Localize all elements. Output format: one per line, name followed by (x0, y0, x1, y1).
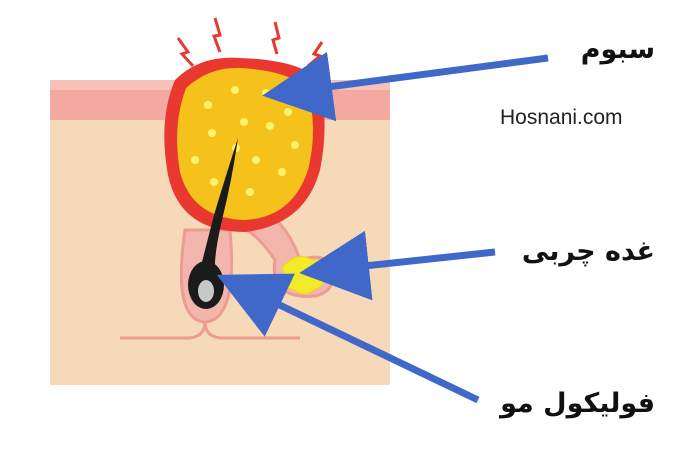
hair-shaft (200, 138, 238, 270)
arrow-sebum (262, 51, 549, 122)
sebaceous-gland (282, 256, 325, 295)
arrow-follicle (216, 273, 480, 404)
arrow-gland (299, 230, 496, 301)
label-sebum: سبوم (580, 34, 655, 65)
label-hair-follicle: فولیکول مو (500, 388, 655, 419)
label-sebaceous-gland: غده چربی (521, 236, 655, 267)
site-watermark: Hosnani.com (500, 106, 623, 129)
hair-papilla (198, 280, 214, 302)
